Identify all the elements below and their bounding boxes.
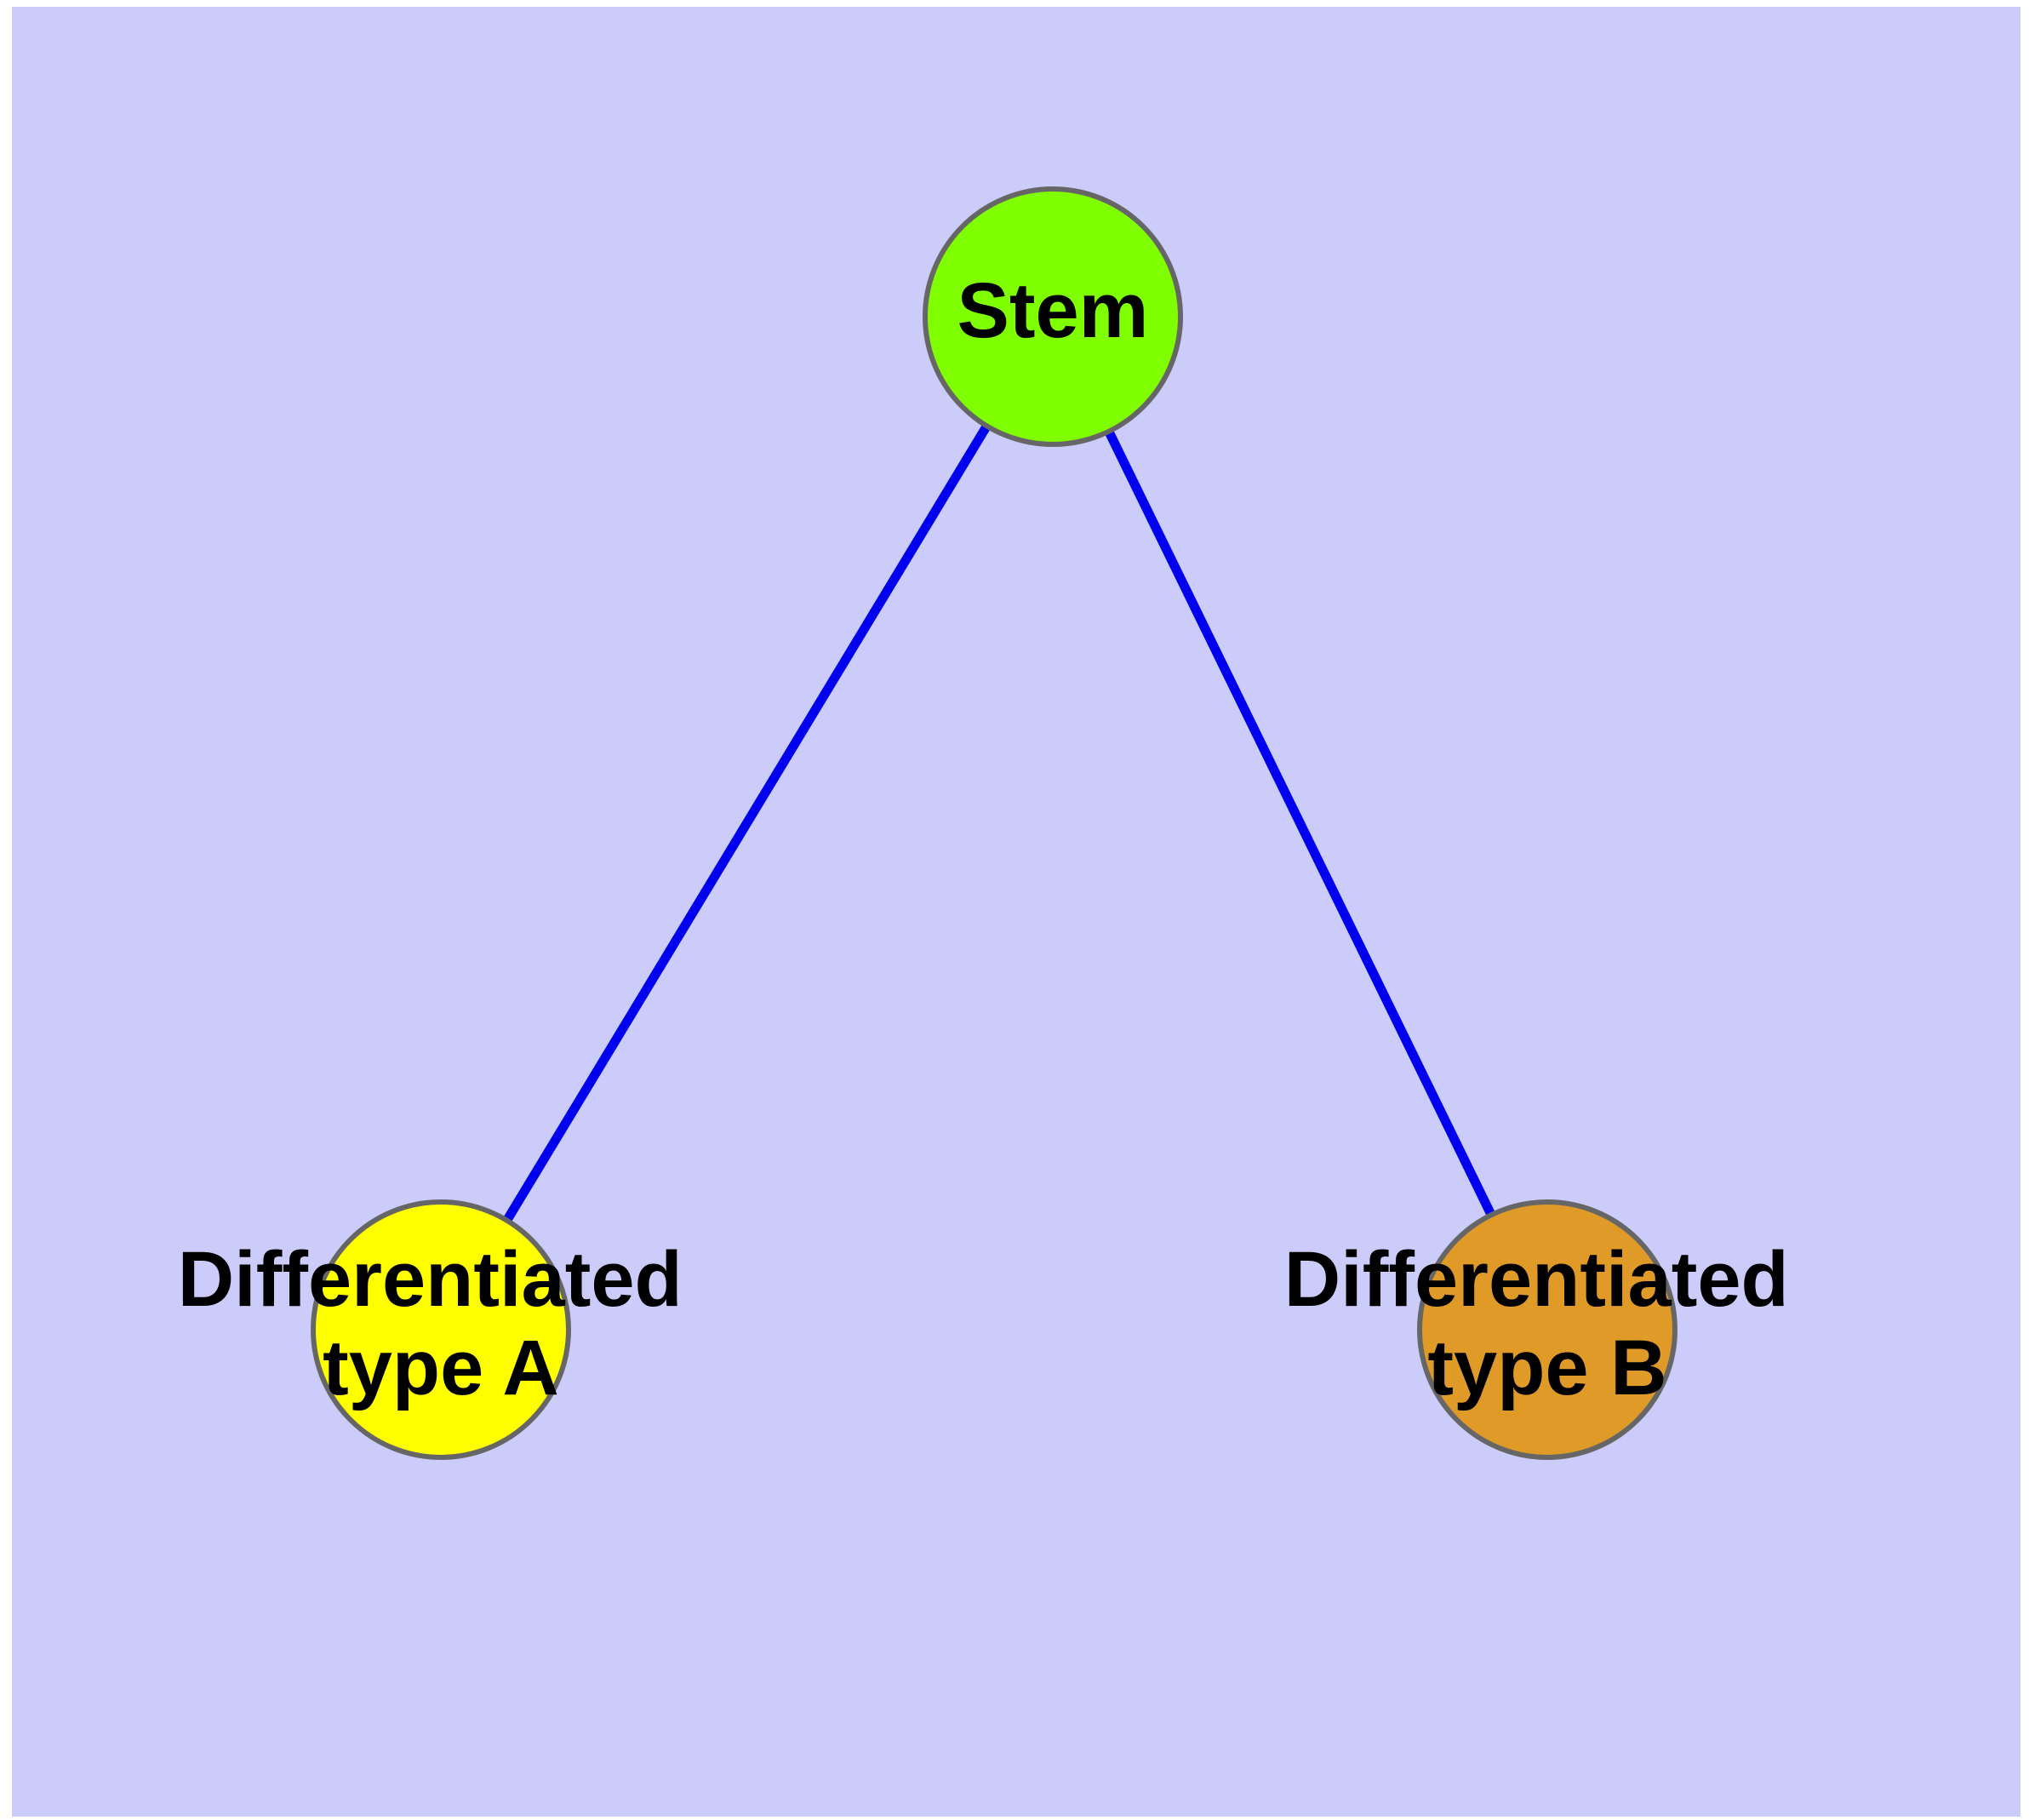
node-stem-label-line-1: Stem — [957, 267, 1149, 354]
node-differentiated-type-a-label: Differentiated type A — [178, 1236, 705, 1411]
node-differentiated-type-b-label-line-1: Differentiated — [1284, 1236, 1789, 1323]
nodes-layer: Stem Differentiated type A Differentiate… — [178, 186, 1811, 1460]
node-stem-circle[interactable] — [923, 186, 1183, 447]
node-differentiated-type-b-label: Differentiated type B — [1284, 1236, 1811, 1411]
edge-stem-to-type-b[interactable] — [1049, 314, 1552, 1332]
node-differentiated-type-b-label-line-2: type B — [1427, 1325, 1666, 1411]
node-differentiated-type-b[interactable]: Differentiated type B — [1284, 1199, 1811, 1460]
node-stem[interactable]: Stem — [923, 186, 1183, 447]
node-differentiated-type-a-label-line-2: type A — [323, 1325, 559, 1411]
edge-stem-to-type-a[interactable] — [437, 314, 1057, 1332]
node-differentiated-type-b-circle[interactable] — [1417, 1199, 1677, 1460]
node-differentiated-type-a[interactable]: Differentiated type A — [178, 1199, 705, 1460]
node-differentiated-type-a-circle[interactable] — [311, 1199, 571, 1460]
node-stem-label: Stem — [957, 267, 1149, 354]
node-differentiated-type-a-label-line-1: Differentiated — [178, 1236, 683, 1323]
edges-layer — [437, 314, 1552, 1332]
